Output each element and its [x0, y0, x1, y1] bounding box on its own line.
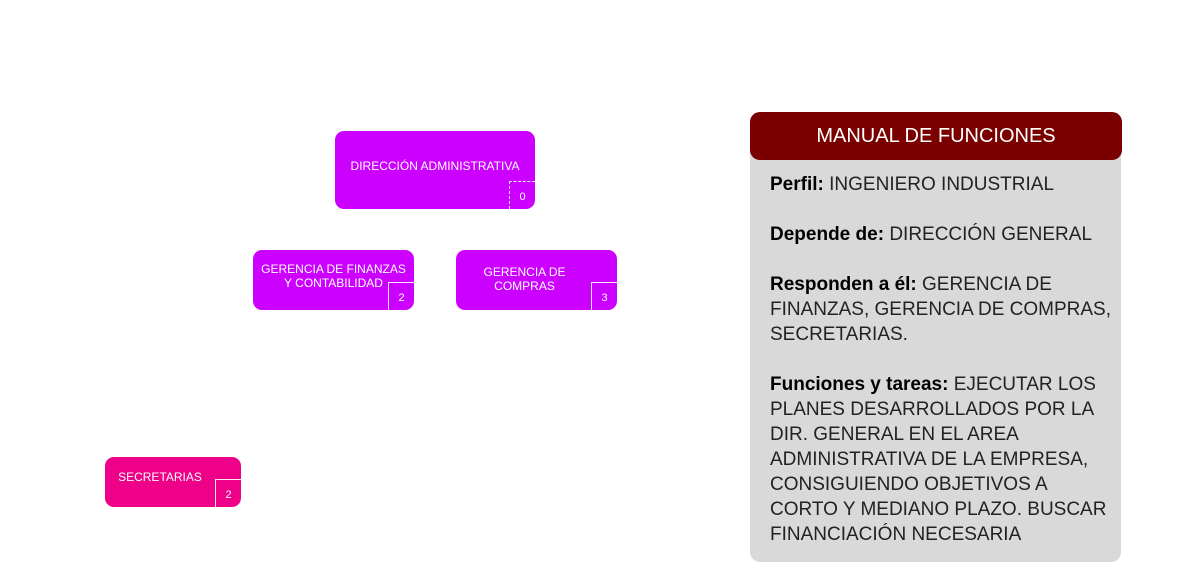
panel-title: MANUAL DE FUNCIONES	[750, 112, 1122, 160]
node-label: GERENCIA DE COMPRAS	[483, 265, 566, 293]
field-perfil: Perfil: INGENIERO INDUSTRIAL	[770, 172, 1115, 197]
field-value: EJECUTAR LOS PLANES DESARROLLADOS POR LA…	[770, 374, 1107, 545]
field-key: Depende de:	[770, 224, 885, 245]
panel-body: Perfil: INGENIERO INDUSTRIAL Depende de:…	[770, 172, 1115, 572]
node-gerencia-finanzas[interactable]: GERENCIA DE FINANZAS Y CONTABILIDAD 2	[253, 250, 414, 310]
node-count-badge: 2	[215, 479, 241, 507]
node-count-badge: 2	[388, 282, 414, 310]
field-key: Perfil:	[770, 174, 824, 195]
field-value: INGENIERO INDUSTRIAL	[829, 174, 1055, 195]
field-key: Responden a él:	[770, 274, 917, 295]
node-count-badge: 3	[591, 282, 617, 310]
node-label: GERENCIA DE FINANZAS Y CONTABILIDAD	[261, 262, 406, 290]
field-value: DIRECCIÓN GENERAL	[889, 224, 1093, 245]
field-funciones: Funciones y tareas: EJECUTAR LOS PLANES …	[770, 372, 1115, 547]
node-direccion-administrativa[interactable]: DIRECCIÓN ADMINISTRATIVA 0	[335, 131, 535, 209]
node-gerencia-compras[interactable]: GERENCIA DE COMPRAS 3	[456, 250, 617, 310]
manual-panel: MANUAL DE FUNCIONES Perfil: INGENIERO IN…	[750, 112, 1122, 562]
field-key: Funciones y tareas:	[770, 374, 949, 395]
node-label: DIRECCIÓN ADMINISTRATIVA	[350, 159, 520, 173]
node-label: SECRETARIAS	[118, 470, 202, 484]
node-secretarias[interactable]: SECRETARIAS 2	[105, 457, 241, 507]
node-count-badge: 0	[509, 181, 535, 209]
field-value: GERENCIA DE FINANZAS, GERENCIA DE COMPRA…	[770, 274, 1111, 345]
field-responden: Responden a él: GERENCIA DE FINANZAS, GE…	[770, 272, 1115, 347]
field-depende-de: Depende de: DIRECCIÓN GENERAL	[770, 222, 1115, 247]
